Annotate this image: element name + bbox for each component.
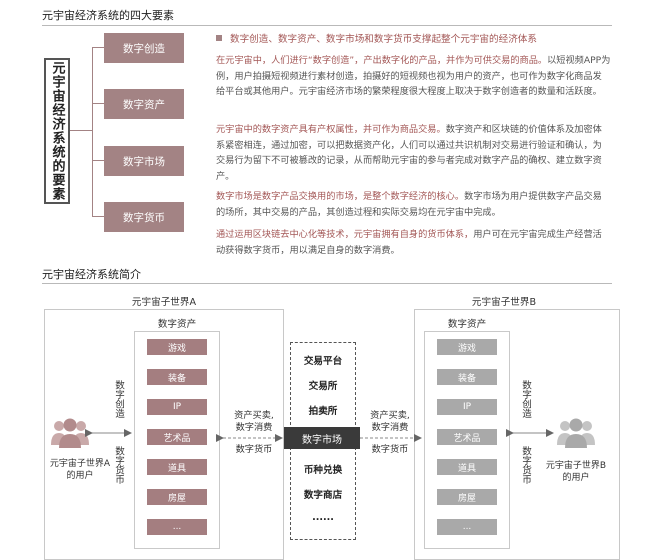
world-b-asset-ip: IP <box>437 399 497 415</box>
bullet-square-icon <box>216 35 222 41</box>
world-a-asset-more: ... <box>147 519 207 535</box>
world-a-asset-ip: IP <box>147 399 207 415</box>
arrow-right-top-label: 资产买卖, 数字消费 <box>370 410 410 433</box>
world-b-asset-game: 游戏 <box>437 339 497 355</box>
user-group-icon-b <box>556 413 596 453</box>
bracket-stem <box>70 130 92 131</box>
element-digital-creation: 数字创造 <box>104 33 184 63</box>
paragraph-assets: 元宇宙中的数字资产具有产权属性，并可作为商品交易。数字资产和区块链的价值体系及加… <box>216 124 602 182</box>
element-digital-currency: 数字货币 <box>104 202 184 232</box>
world-a-asset-art: 艺术品 <box>147 429 207 445</box>
section2-rule <box>42 283 612 284</box>
paragraph-creation: 在元宇宙中，人们进行“数字创造”，产出数字化的产品，并作为可供交易的商品。以短视… <box>216 55 611 97</box>
world-b-asset-panel <box>424 331 510 549</box>
arrow-left-bottom-label: 数字货币 <box>235 444 273 455</box>
bracket-arm-3 <box>92 160 104 161</box>
world-b-asset-house: 房屋 <box>437 489 497 505</box>
market-item-more: ...... <box>312 512 334 523</box>
world-a-asset-props: 道具 <box>147 459 207 475</box>
market-item-auction: 拍卖所 <box>308 406 338 417</box>
market-item-exchange: 交易所 <box>308 381 338 392</box>
world-b-creation-text: 数字创造 <box>520 380 531 419</box>
market-core: 数字市场 <box>284 427 360 449</box>
market-item-trading-platform: 交易平台 <box>303 356 343 367</box>
bracket-arm-2 <box>92 103 104 104</box>
world-a-asset-house: 房屋 <box>147 489 207 505</box>
world-b-asset-title: 数字资产 <box>447 319 487 330</box>
vertical-title-box: 元宇宙经济系统的要素 <box>44 58 70 204</box>
element-digital-assets: 数字资产 <box>104 89 184 119</box>
world-a-asset-equipment: 装备 <box>147 369 207 385</box>
paragraph-currency: 通过运用区块链去中心化等技术，元宇宙拥有自身的货币体系，用户可在元宇宙完成生产经… <box>216 229 602 256</box>
world-b-user-label: 元宇宙子世界B 的用户 <box>545 461 607 483</box>
world-b-asset-more: ... <box>437 519 497 535</box>
world-b-label: 元宇宙子世界B <box>471 297 537 308</box>
bracket-arm-1 <box>92 47 104 48</box>
world-a-currency-text: 数字货币 <box>113 446 124 485</box>
paragraph-market: 数字市场是数字产品交换用的市场，是整个数字经济的核心。数字市场为用户提供数字产品… <box>216 191 602 218</box>
world-b-asset-equipment: 装备 <box>437 369 497 385</box>
bracket-arm-4 <box>92 216 104 217</box>
vertical-title: 元宇宙经济系统的要素 <box>49 61 65 201</box>
section2-title: 元宇宙经济系统简介 <box>42 268 141 281</box>
section1-rule <box>42 25 612 26</box>
world-a-label: 元宇宙子世界A <box>131 297 197 308</box>
bracket-spine <box>92 47 93 217</box>
section1-title: 元宇宙经济系统的四大要素 <box>42 9 174 22</box>
market-item-currency-exchange: 币种兑换 <box>303 465 343 476</box>
world-b-currency-text: 数字货币 <box>520 446 531 485</box>
world-a-creation-text: 数字创造 <box>113 380 124 419</box>
arrow-left-top-label: 资产买卖, 数字消费 <box>234 410 274 433</box>
section1-heading: 数字创造、数字资产、数字市场和数字货币支撑起整个元宇宙的经济体系 <box>216 31 616 45</box>
heading-text: 数字创造、数字资产、数字市场和数字货币支撑起整个元宇宙的经济体系 <box>230 34 537 45</box>
market-item-digital-store: 数字商店 <box>303 490 343 501</box>
world-a-asset-game: 游戏 <box>147 339 207 355</box>
element-digital-market: 数字市场 <box>104 146 184 176</box>
world-b-asset-props: 道具 <box>437 459 497 475</box>
world-a-user-label: 元宇宙子世界A 的用户 <box>49 459 111 481</box>
world-b-asset-art: 艺术品 <box>437 429 497 445</box>
world-a-asset-title: 数字资产 <box>157 319 197 330</box>
arrow-right-bottom-label: 数字货币 <box>371 444 409 455</box>
